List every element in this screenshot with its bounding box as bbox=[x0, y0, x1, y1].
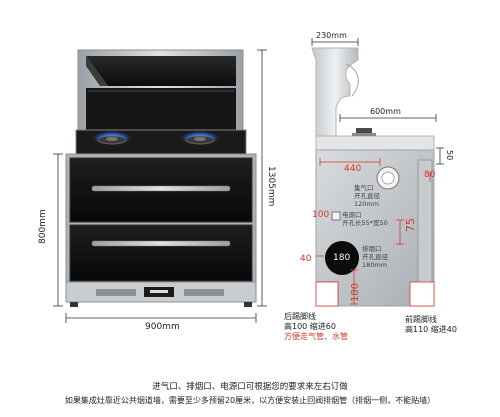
rear-foot-note: 后踢脚线 高100 缩进60 方便走气管、水管 bbox=[284, 312, 348, 341]
front-view-drawing bbox=[53, 49, 267, 323]
lower-drawer-handle bbox=[91, 240, 231, 247]
top-vent-note: 集气口 开孔直径 120mm bbox=[354, 184, 380, 208]
power-port-note: 电源口 开孔长55*宽50 bbox=[342, 211, 388, 227]
front-view: 900mm 1305mm 800mm bbox=[0, 0, 280, 345]
side-burner bbox=[352, 128, 376, 136]
lower-drawer bbox=[69, 224, 253, 282]
label-75: 75 bbox=[404, 218, 417, 232]
label-100: 100 bbox=[312, 210, 330, 220]
label-440: 440 bbox=[344, 164, 362, 174]
exhaust-port bbox=[325, 241, 359, 275]
front-dimension-lines bbox=[53, 49, 267, 323]
label-80: 80 bbox=[424, 170, 436, 180]
upper-drawer-handle bbox=[91, 185, 231, 192]
power-outlet-port bbox=[331, 211, 341, 221]
side-50-label: 50 bbox=[445, 150, 454, 161]
side-cabinet-body bbox=[315, 149, 435, 307]
front-foot-note: 前踢脚线 高110 缩进40 bbox=[405, 315, 457, 334]
plinth-vents bbox=[96, 289, 224, 296]
label-180-vertical: 180 bbox=[350, 282, 361, 302]
side-depth-label: 600mm bbox=[370, 107, 401, 116]
side-view-drawing bbox=[311, 38, 444, 307]
footer-line-1: 进气口、排烟口、电源口可根据您的要求来左右订做 bbox=[152, 382, 348, 392]
side-tower bbox=[311, 47, 359, 151]
burner-right bbox=[180, 131, 220, 145]
label-180-circle: 180 bbox=[333, 253, 351, 263]
label-40: 40 bbox=[300, 254, 312, 264]
range-hood bbox=[86, 56, 236, 86]
side-red-dimension-lines bbox=[316, 158, 431, 305]
side-cooktop bbox=[315, 135, 435, 151]
side-view: 230mm 600mm 50 440 80 100 75 40 180 180 … bbox=[280, 0, 500, 345]
front-width-label: 900mm bbox=[145, 322, 180, 332]
burner-left bbox=[92, 131, 132, 145]
front-body-height-label: 800mm bbox=[38, 209, 48, 244]
exhaust-port-note: 排烟口 开孔直径 180mm bbox=[362, 245, 388, 269]
side-top-width-label: 230mm bbox=[316, 31, 347, 40]
front-total-height-label: 1305mm bbox=[266, 166, 276, 207]
footer-line-2: 如果集成灶靠近公共烟道墙，需要至少多预留20厘米，以方便安装止回阀排烟管（排烟一… bbox=[64, 396, 436, 405]
